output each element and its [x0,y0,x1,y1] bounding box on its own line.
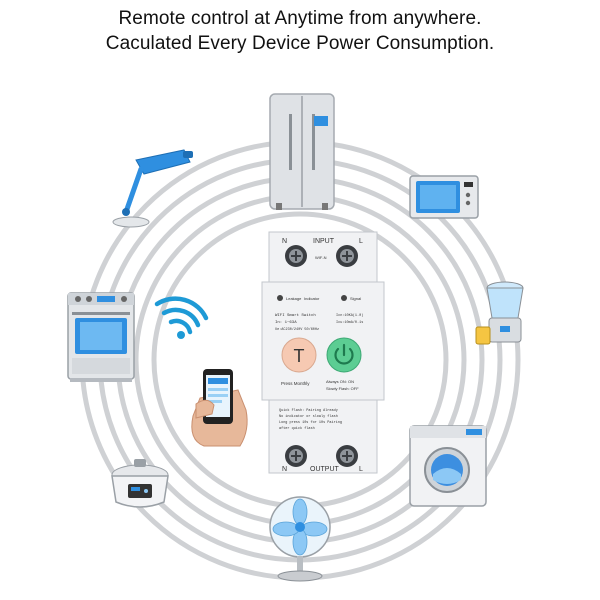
smart-breaker: N INPUT L WIF-N Leakage Indicator Signal… [261,231,385,474]
microwave-icon [409,175,479,219]
terminal-l-bottom: L [359,466,363,473]
screw-icon [336,445,358,467]
terminal-n-bottom: N [282,466,287,473]
washing-machine-icon [409,425,487,507]
test-button-glyph: T [294,346,305,366]
oven-icon [67,292,135,382]
model-small-label: WIF-N [315,255,327,260]
refrigerator-icon [269,93,335,210]
screw-icon [285,245,307,267]
power-caption-1: Always ON: ON [326,379,354,384]
juicer-icon [475,281,524,345]
spec-line-1: Icn:10KA(1.0) [336,313,363,318]
model-line-3: Ue:AC230/240V 50/60Hz [275,327,319,332]
screw-icon [285,445,307,467]
leakage-indicator-led [277,295,283,301]
model-line-2: In: 1~63A [275,321,297,325]
test-button[interactable] [281,337,317,373]
pairing-note-2: No indicator or slowly flash [279,414,338,419]
terminal-l-top: L [359,238,363,245]
output-label: OUTPUT [310,466,340,473]
input-label: INPUT [313,238,335,245]
pairing-note-1: Quick Flash: Pairing Already [279,408,338,413]
signal-label: Signal [350,296,361,301]
test-button-caption: Press Monthly [281,381,310,386]
headline-line-2: Caculated Every Device Power Consumption… [105,33,495,54]
spec-line-2: Icu:10mA/0.1s [336,320,363,325]
desk-lamp-icon [112,149,193,228]
wifi-icon [154,296,209,339]
model-line-1: WIFI Smart Switch [275,313,316,318]
terminal-n-top: N [282,238,287,245]
power-icon [334,343,354,365]
indicator-label: Indicator [304,296,320,301]
power-caption-2: Slowly Flash: OFF [326,386,359,391]
signal-indicator-led [341,295,347,301]
rice-cooker-icon [111,459,169,508]
hand-holding-phone-icon [191,369,248,447]
pairing-note-3: Long press 10s for 10s Pairing [279,420,342,425]
headline-line-1: Remote control at Anytime from anywhere. [118,8,482,29]
fan-icon [269,496,331,582]
leakage-label: Leakage [286,296,302,301]
screw-icon [336,245,358,267]
pairing-note-4: after quick flash [279,426,315,431]
